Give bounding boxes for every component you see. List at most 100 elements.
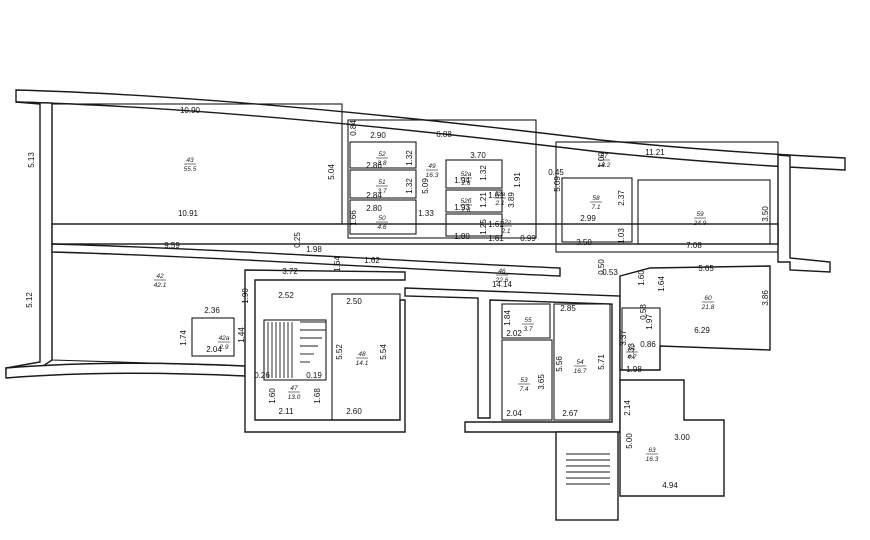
room-area: 7.1 [591,204,600,211]
dimension-label: 9.59 [164,241,180,250]
dimension-label: 0.53 [602,268,618,277]
room-number: 50 [378,215,386,222]
dimension-label: 0.84 [349,120,358,136]
dimension-label: 3.89 [507,192,516,208]
room-number: 57 [600,153,608,160]
room-number: 52б [461,197,472,205]
room-block-43 [51,103,343,225]
room-number: 51 [378,179,386,186]
room-label: 513.7 [376,179,388,195]
dimension-label: 1.91 [513,172,522,188]
room-number: 58 [592,195,600,202]
dimension-label: 2.67 [562,409,578,418]
room-label: 42 42.1 [154,273,167,289]
room-label: 57 18.2 [598,153,611,169]
cubicle-52a [445,159,503,189]
room-number: 46 [498,268,506,275]
dimension-label: 5.65 [698,264,714,273]
dimension-label: 14.14 [492,280,513,289]
dimension-label: 1.32 [479,165,488,181]
room-area: 42.1 [154,282,167,289]
room-number: 52в [495,191,506,198]
dimension-label: 1.66 [349,210,358,226]
room-number: 52a [461,171,472,178]
dimension-label: 5.09 [421,178,430,194]
stair-right [566,453,610,485]
room-area: 4.7 [627,354,636,361]
room-number: 53 [520,377,528,384]
room-area: 2.6 [460,180,470,187]
room-number: 54 [576,359,584,366]
dimension-label: 2.04 [506,409,522,418]
room-area: 16.3 [426,172,439,179]
dimension-label: 6.88 [436,130,452,139]
dimension-label: 5.12 [25,292,34,308]
dimension-label: 2.86 [366,161,382,170]
dimension-label: 7.08 [686,241,702,250]
room-number: 61 [628,345,636,352]
room-area: 18.2 [598,162,611,169]
dimension-label: 3.00 [674,433,690,442]
room-block-55 [501,303,551,339]
cubicle-52v [445,213,503,237]
dimension-label: 2.14 [623,400,632,416]
dimension-label: 1.84 [503,310,512,326]
room-area: 2.9 [218,344,228,351]
dimension-label: 5.71 [597,354,606,370]
dimension-label: 5.56 [555,356,564,372]
outer-wall-right [777,154,831,273]
room-number: 42 [156,273,164,280]
dimension-label: 1.60 [268,388,277,404]
room-area: 14.1 [356,360,369,367]
dimension-label: 2.85 [560,304,576,313]
room-block-57 [555,141,779,253]
room-block-49 [347,119,537,239]
dimension-label: 1.61 [488,191,504,200]
dimension-label: 1.97 [645,314,654,330]
stair-left [263,319,327,381]
room-block-42a [191,317,235,357]
dimension-label: 1.74 [179,330,188,346]
dimension-label: 3.72 [282,267,298,276]
dimension-label: 5.04 [327,164,336,180]
dimension-label: 5.13 [27,152,36,168]
dimension-label: 2.04 [206,345,222,354]
room-block-58 [561,177,633,243]
lower-block-42 [51,252,246,367]
room-number: 52 [378,151,386,158]
room-label: 587.1 [590,195,602,211]
dimension-label: 5.54 [379,344,388,360]
dimension-label: 0.45 [548,168,564,177]
room-number: 59 [696,211,704,218]
dimension-label: 0.25 [293,232,302,248]
room-number: 55 [524,317,532,324]
dimension-label: 1.90 [241,288,250,304]
room-area: 4.6 [377,224,386,231]
dimension-label: 0.58 [639,304,648,320]
dimension-label: 0.99 [520,234,536,243]
dimension-label: 1.64 [333,256,342,272]
dimension-label: 1.93 [454,203,470,212]
dimension-label: 0.26 [254,371,270,380]
dimension-label: 1.68 [313,388,322,404]
dimension-label: 4.94 [662,481,678,490]
cubicle-52 [349,141,417,169]
room-label: 48 14.1 [356,351,369,367]
dimension-label: 3.70 [470,151,486,160]
room-area: 13.0 [288,394,301,401]
dimension-label: 2.80 [366,204,382,213]
dimension-label: 5.09 [553,176,562,192]
dimension-label: 5.00 [625,433,634,449]
dimension-label: 3.50 [576,238,592,247]
room-number: 48 [358,351,366,358]
room-area: 7.4 [519,386,528,393]
